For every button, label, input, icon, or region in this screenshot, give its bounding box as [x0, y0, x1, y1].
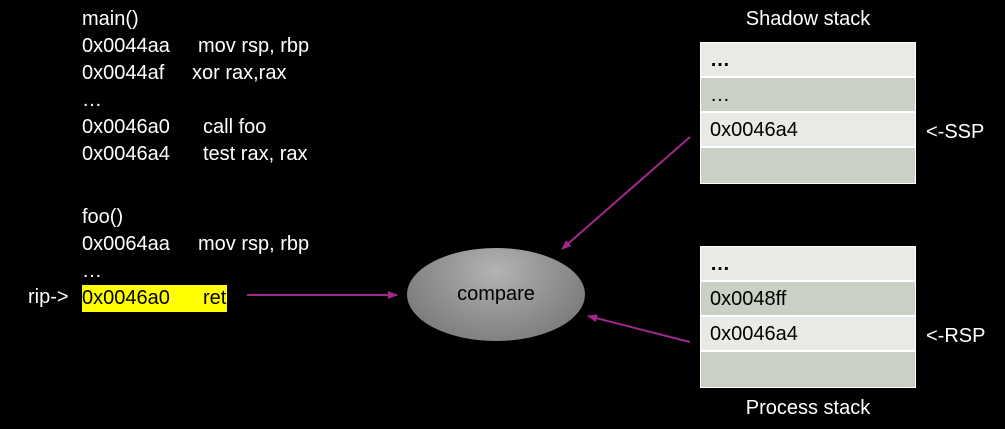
process-stack-title: Process stack	[745, 397, 871, 419]
process-stack-cell	[701, 352, 915, 387]
process-stack-cell: 0x0048ff	[701, 282, 915, 317]
code-line: 0x0046a4 test rax, rax	[82, 141, 307, 168]
code-address: 0x0064aa	[82, 233, 170, 255]
rip-pointer-label: rip->	[28, 286, 69, 308]
shadow-stack-cell: …	[701, 78, 915, 113]
code-line: 0x0044af xor rax,rax	[82, 60, 286, 87]
code-address: 0x0044aa	[82, 35, 170, 57]
process-to-compare-arrow	[587, 314, 691, 343]
compare-label: compare	[457, 283, 535, 305]
code-address: 0x0046a0	[82, 287, 170, 309]
main-function-header: main()	[82, 8, 139, 30]
code-address: 0x0044af	[82, 62, 165, 84]
code-line: 0x0064aa mov rsp, rbp	[82, 231, 309, 258]
code-address: 0x0046a4	[82, 143, 170, 165]
code-instruction: xor rax,rax	[192, 62, 287, 84]
code-line: 0x0046a0 call foo	[82, 114, 266, 141]
shadow-stack-cell: …	[701, 43, 915, 78]
code-instruction: mov rsp, rbp	[198, 233, 310, 255]
code-instruction: mov rsp, rbp	[198, 35, 310, 57]
highlighted-instruction: 0x0046a0 ret	[82, 285, 228, 312]
shadow-stack-cell	[701, 148, 915, 183]
process-stack: … 0x0048ff 0x0046a4	[700, 246, 916, 388]
code-line: …	[82, 258, 102, 285]
code-instruction: call foo	[203, 116, 267, 138]
rsp-pointer-label: <-RSP	[926, 325, 986, 347]
process-stack-cell: …	[701, 247, 915, 282]
ssp-pointer-label: <-SSP	[926, 121, 985, 143]
shadow-to-compare-arrow	[561, 136, 691, 250]
shadow-stack-cell: 0x0046a4	[701, 113, 915, 148]
code-address: …	[82, 260, 102, 282]
code-address: 0x0046a0	[82, 116, 170, 138]
code-instruction: ret	[203, 287, 227, 309]
compare-node: compare	[407, 248, 585, 341]
code-address: …	[82, 89, 102, 111]
process-stack-cell: 0x0046a4	[701, 317, 915, 352]
code-line: 0x0044aa mov rsp, rbp	[82, 33, 309, 60]
foo-function-header: foo()	[82, 206, 124, 228]
shadow-stack-title: Shadow stack	[745, 8, 871, 30]
code-instruction: test rax, rax	[203, 143, 308, 165]
rip-code-line: 0x0046a0 ret	[82, 285, 228, 312]
code-line: …	[82, 87, 102, 114]
shadow-stack: … … 0x0046a4	[700, 42, 916, 184]
